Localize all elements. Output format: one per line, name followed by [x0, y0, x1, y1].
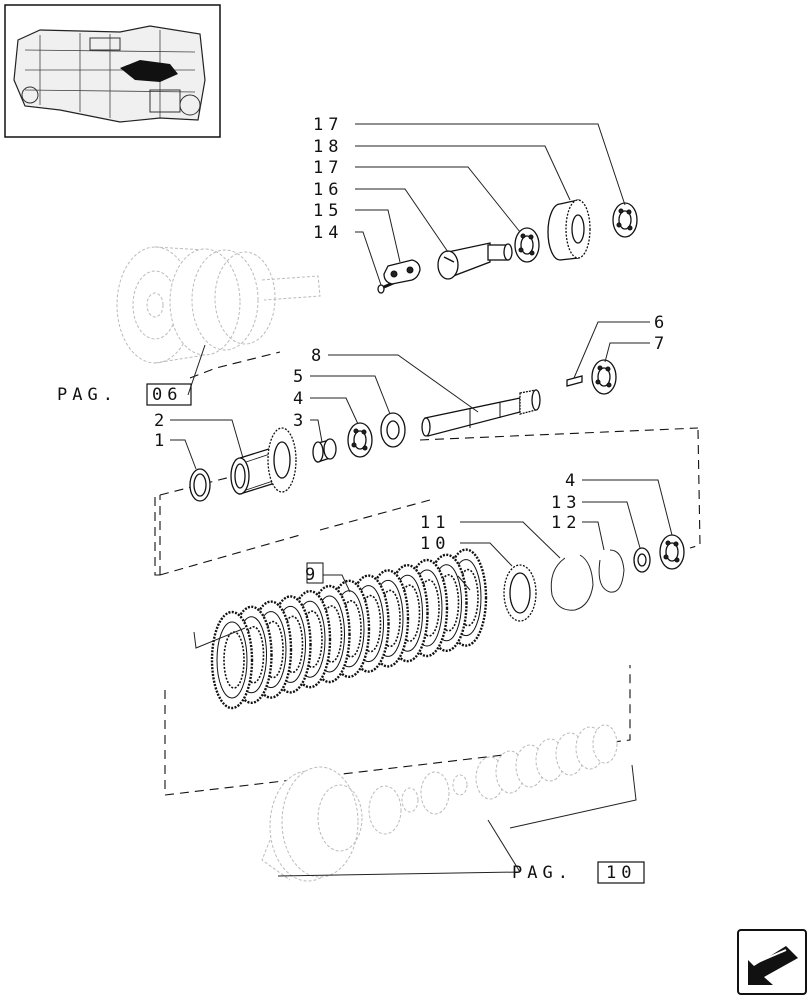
- page-ref-upper-number: 06: [152, 385, 182, 405]
- page-ref-upper: PAG. 06: [57, 383, 192, 406]
- part-gear-18: [547, 199, 591, 261]
- part-circlip-12: [598, 549, 625, 593]
- callout-3: 3: [293, 411, 308, 431]
- page-ref-upper-box: [146, 383, 192, 406]
- callout-9-box: [306, 562, 324, 584]
- part-shaft-8: [421, 389, 541, 437]
- transmission-thumbnail: [4, 4, 221, 138]
- part-bearing-7: [591, 359, 617, 395]
- page-ref-lower-number: 10: [606, 863, 636, 883]
- callout-11: 11: [420, 513, 450, 533]
- callout-4-upper: 4: [293, 389, 308, 409]
- part-bearing-4a: [347, 422, 373, 458]
- part-spacer-3: [312, 438, 337, 463]
- clutch-disc-spline: [223, 631, 245, 689]
- part-lock-plate-15: [383, 259, 421, 285]
- part-clutch-pack-9: [210, 548, 488, 710]
- callout-8: 8: [311, 346, 326, 366]
- part-bearing-17b: [612, 202, 638, 238]
- part-pin-6: [566, 375, 583, 387]
- leader-lines: [170, 123, 673, 877]
- next-page-arrow-icon[interactable]: [737, 929, 807, 995]
- part-circlip-11: [550, 554, 594, 611]
- callout-10: 10: [420, 534, 450, 554]
- part-washer-5: [380, 412, 406, 448]
- callout-16: 16: [313, 180, 343, 200]
- part-gear-2: [230, 427, 297, 495]
- part-bearing-17a: [514, 227, 540, 263]
- callout-7: 7: [654, 334, 669, 354]
- callout-12: 12: [551, 513, 581, 533]
- ghost-upper-drum: [116, 246, 321, 364]
- callout-5: 5: [293, 367, 308, 387]
- page-ref-lower: PAG. 10: [512, 861, 645, 884]
- part-washer-13: [633, 547, 651, 573]
- callout-6: 6: [654, 313, 669, 333]
- callout-14: 14: [313, 223, 343, 243]
- page-ref-lower-prefix: PAG.: [512, 863, 573, 883]
- callout-17-top: 17: [313, 115, 343, 135]
- part-shaft-16: [437, 242, 513, 280]
- page-ref-upper-prefix: PAG.: [57, 385, 118, 405]
- page-ref-lower-box: [597, 861, 645, 884]
- callout-17: 17: [313, 158, 343, 178]
- callout-9: 9: [305, 565, 320, 585]
- ghost-lower-drum: [261, 724, 618, 882]
- callout-4-lower: 4: [565, 471, 580, 491]
- callout-1: 1: [154, 431, 169, 451]
- callout-18: 18: [313, 137, 343, 157]
- part-bearing-4b: [659, 534, 685, 570]
- callout-15: 15: [313, 201, 343, 221]
- callout-13: 13: [551, 493, 581, 513]
- callout-labels: 17 18 17 16 15 14 6 7 8 5 4 3 2 1 4 13 1…: [154, 115, 669, 585]
- part-ring-gear-10: [503, 564, 537, 622]
- callout-2: 2: [154, 411, 169, 431]
- part-ring-1: [189, 468, 211, 502]
